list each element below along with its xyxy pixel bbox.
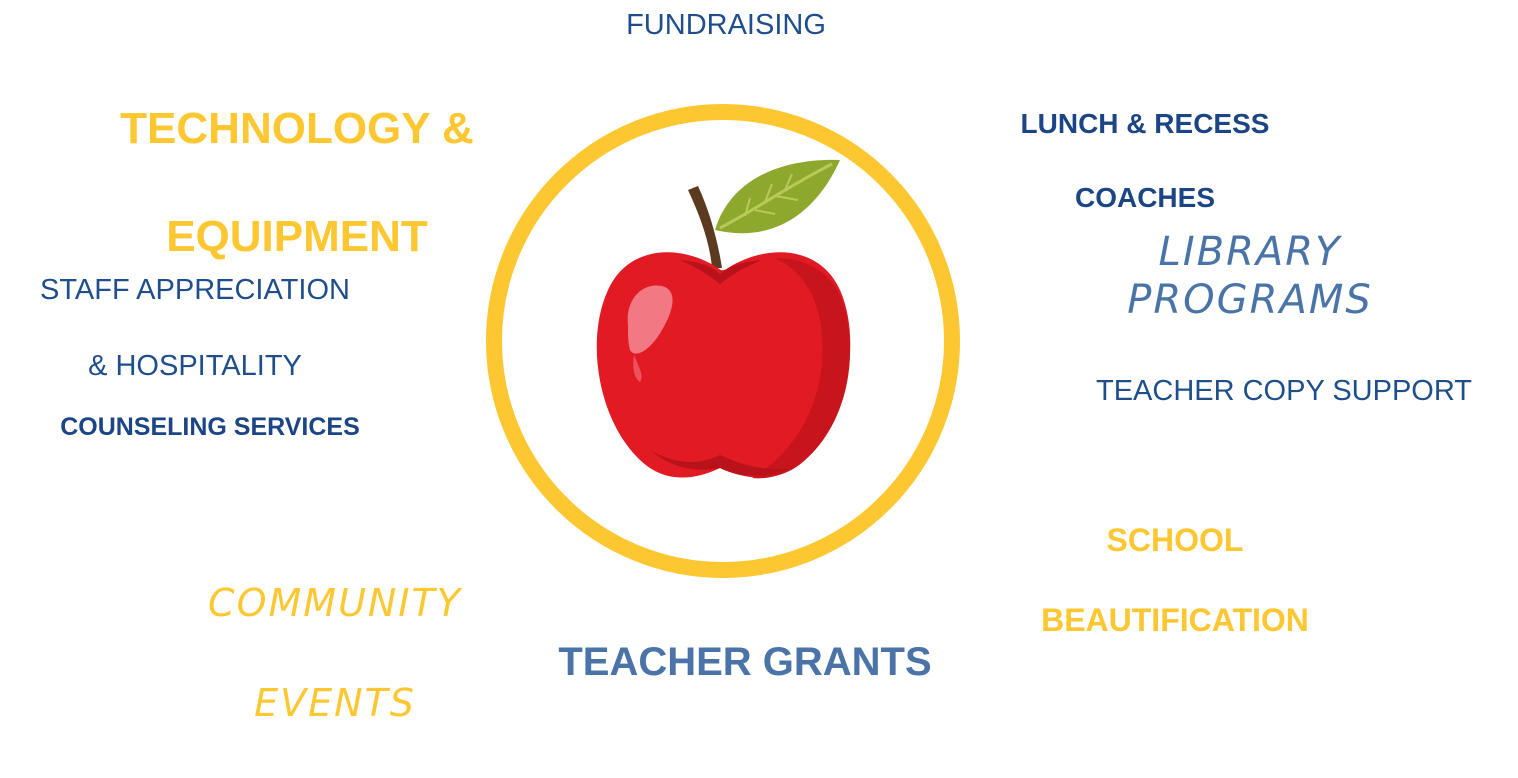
label-teacher-copy-support: TEACHER COPY SUPPORT [1095, 375, 1472, 407]
label-community-events-line-1: COMMUNITY [208, 581, 462, 625]
label-technology-equipment-line-1: TECHNOLOGY & [120, 104, 474, 153]
label-lunch-recess-coaches-line-1: LUNCH & RECESS [1020, 108, 1270, 139]
label-school-beautification-line-1: SCHOOL [1106, 522, 1244, 558]
label-community-events-line-2: EVENTS [254, 681, 416, 725]
label-lunch-recess-coaches: LUNCH & RECESS COACHES [990, 68, 1300, 253]
label-staff-appreciation: STAFF APPRECIATION & HOSPITALITY [0, 233, 390, 423]
label-lunch-recess-coaches-line-2: COACHES [1074, 182, 1215, 213]
label-school-beautification: SCHOOL BEAUTIFICATION [1010, 480, 1340, 680]
label-staff-appreciation-line-1: STAFF APPRECIATION [40, 274, 350, 306]
label-technology-equipment-line-2: EQUIPMENT [166, 212, 428, 261]
label-library-programs: LIBRARY PROGRAMS [1127, 229, 1373, 323]
apple-icon [596, 159, 851, 479]
label-community-events: COMMUNITY EVENTS [185, 528, 485, 778]
apple-leaf-vein [719, 162, 833, 230]
label-technology-equipment: TECHNOLOGY & EQUIPMENT [92, 48, 502, 318]
apple-highlight [627, 285, 673, 354]
label-school-beautification-line-2: BEAUTIFICATION [1041, 602, 1309, 638]
apple-stem [688, 186, 722, 268]
label-staff-appreciation-line-2: & HOSPITALITY [88, 350, 302, 382]
label-fundraising: FUNDRAISING [626, 9, 826, 41]
label-teacher-grants: TEACHER GRANTS [558, 640, 932, 684]
label-counseling-services: COUNSELING SERVICES [60, 413, 360, 441]
